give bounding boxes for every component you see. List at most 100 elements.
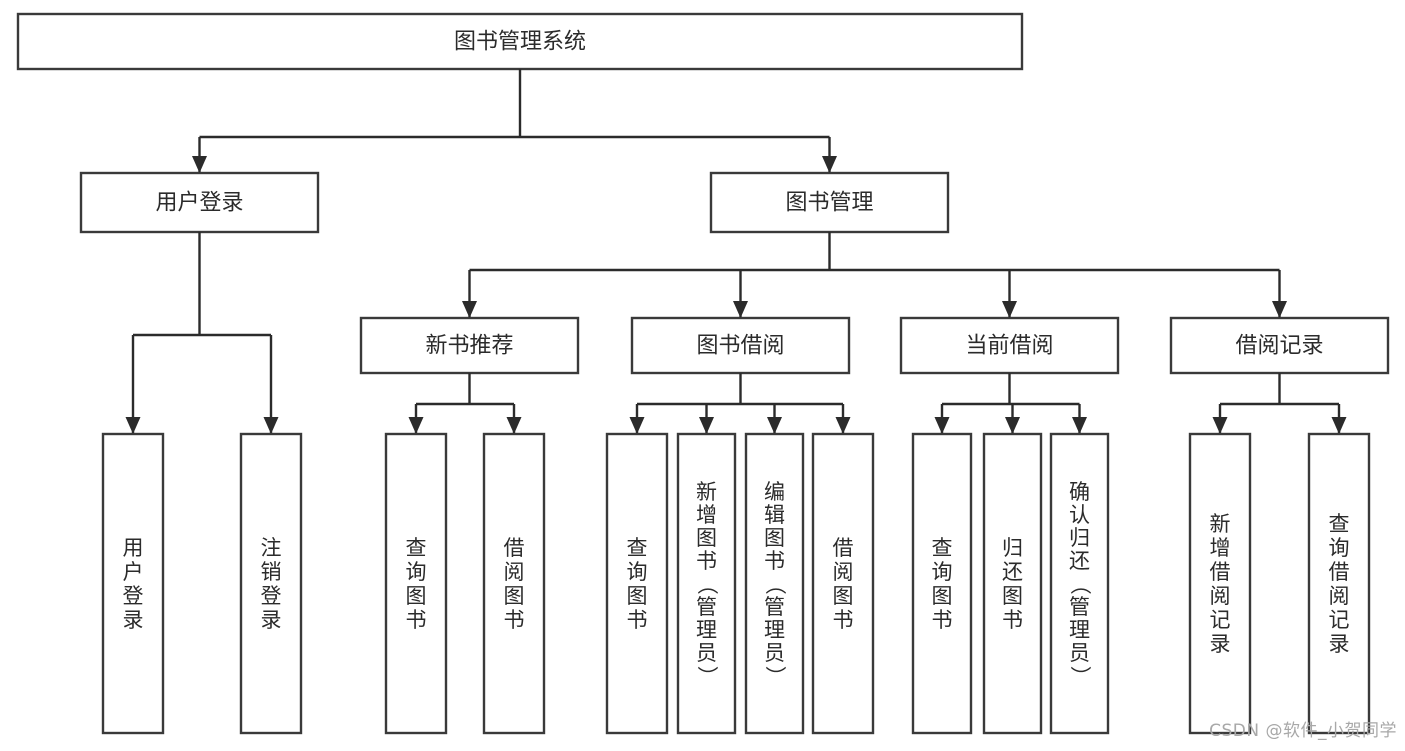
arrow-head-current-borrow-to-leaf-0 — [934, 417, 950, 434]
svg-text:）: ） — [763, 666, 787, 687]
svg-text:户: 户 — [123, 560, 144, 584]
svg-text:新: 新 — [696, 480, 717, 504]
svg-text:员: 员 — [696, 641, 717, 665]
svg-text:管: 管 — [764, 595, 785, 619]
node-level2-label-book-management: 图书管理 — [785, 191, 873, 216]
svg-text:图: 图 — [696, 526, 717, 550]
node-leaf-user-login-0[interactable] — [101, 432, 165, 735]
svg-text:借: 借 — [833, 536, 854, 560]
svg-text:图: 图 — [504, 584, 525, 608]
node-leaf-borrow-record-1[interactable] — [1307, 432, 1371, 735]
arrow-head-book-borrow-to-leaf-1 — [699, 417, 714, 434]
svg-text:（: （ — [1068, 574, 1092, 595]
svg-text:借: 借 — [504, 536, 525, 560]
arrow-head-root-to-level2-0 — [192, 156, 207, 173]
svg-text:）: ） — [695, 666, 719, 687]
node-leaf-new-book-recommend-0[interactable] — [384, 432, 448, 735]
node-level3-label-book-borrow: 图书借阅 — [696, 334, 784, 359]
node-leaf-current-borrow-1[interactable] — [982, 432, 1043, 735]
svg-text:增: 增 — [696, 503, 717, 527]
arrow-head-user-login-to-leaf-0 — [125, 417, 141, 434]
node-level3-book-borrow[interactable] — [630, 316, 851, 375]
node-root-book-management-system[interactable] — [16, 12, 1024, 71]
svg-text:阅: 阅 — [1329, 584, 1350, 608]
arrow-head-borrow-record-to-leaf-0 — [1212, 417, 1228, 434]
node-leaf-current-borrow-0[interactable] — [911, 432, 973, 735]
svg-text:编: 编 — [764, 480, 785, 504]
svg-text:认: 认 — [1069, 503, 1090, 527]
svg-text:增: 增 — [1210, 536, 1231, 560]
node-level2-label-user-login: 用户登录 — [155, 191, 243, 216]
arrow-head-book-borrow-to-leaf-3 — [835, 417, 851, 434]
svg-text:确: 确 — [1069, 480, 1090, 504]
arrow-head-book-borrow-to-leaf-2 — [767, 417, 782, 434]
svg-text:书: 书 — [627, 608, 648, 632]
svg-text:员: 员 — [764, 641, 785, 665]
node-leaf-new-book-recommend-1[interactable] — [482, 432, 546, 735]
svg-text:（: （ — [763, 574, 787, 595]
svg-text:询: 询 — [1329, 536, 1350, 560]
node-level3-label-current-borrow: 当前借阅 — [965, 334, 1053, 359]
svg-text:书: 书 — [504, 608, 525, 632]
arrow-head-new-book-recommend-to-leaf-0 — [408, 417, 424, 434]
node-leaf-current-borrow-2[interactable] — [1049, 432, 1110, 735]
arrow-head-borrow-record-to-leaf-1 — [1331, 417, 1347, 434]
svg-text:录: 录 — [123, 608, 144, 632]
svg-text:查: 查 — [406, 536, 427, 560]
svg-text:（: （ — [695, 574, 719, 595]
node-level3-label-borrow-record: 借阅记录 — [1235, 334, 1323, 359]
svg-text:记: 记 — [1210, 608, 1231, 632]
arrow-head-book-management-to-level3-2 — [1002, 301, 1017, 318]
svg-text:理: 理 — [1069, 618, 1090, 642]
svg-text:询: 询 — [932, 560, 953, 584]
svg-text:归: 归 — [1002, 536, 1023, 560]
svg-text:记: 记 — [1329, 608, 1350, 632]
svg-text:登: 登 — [123, 584, 144, 608]
svg-text:用: 用 — [123, 536, 144, 560]
svg-text:还: 还 — [1069, 549, 1090, 573]
csdn-watermark: CSDN @软件_小贺同学 — [1209, 721, 1397, 741]
svg-text:录: 录 — [261, 608, 282, 632]
svg-text:询: 询 — [406, 560, 427, 584]
svg-text:借: 借 — [1210, 560, 1231, 584]
svg-text:图: 图 — [627, 584, 648, 608]
svg-text:图: 图 — [932, 584, 953, 608]
svg-text:员: 员 — [1069, 641, 1090, 665]
arrow-head-current-borrow-to-leaf-1 — [1005, 417, 1020, 434]
node-level3-new-book-recommend[interactable] — [359, 316, 580, 375]
svg-text:书: 书 — [696, 549, 717, 573]
node-leaf-borrow-record-0[interactable] — [1188, 432, 1252, 735]
node-leaf-book-borrow-2[interactable] — [744, 432, 805, 735]
svg-text:查: 查 — [627, 536, 648, 560]
svg-text:录: 录 — [1329, 632, 1350, 656]
svg-text:理: 理 — [696, 618, 717, 642]
arrow-head-book-borrow-to-leaf-0 — [629, 417, 645, 434]
node-leaf-book-borrow-1[interactable] — [676, 432, 737, 735]
node-level2-user-login[interactable] — [79, 171, 320, 234]
node-level3-borrow-record[interactable] — [1169, 316, 1390, 375]
svg-text:图: 图 — [406, 584, 427, 608]
svg-text:销: 销 — [261, 560, 282, 584]
svg-text:图: 图 — [833, 584, 854, 608]
node-level3-current-borrow[interactable] — [899, 316, 1120, 375]
node-leaf-user-login-1[interactable] — [239, 432, 303, 735]
node-leaf-book-borrow-3[interactable] — [811, 432, 875, 735]
svg-text:管: 管 — [1069, 595, 1090, 619]
svg-text:书: 书 — [1002, 608, 1023, 632]
svg-text:借: 借 — [1329, 560, 1350, 584]
svg-text:书: 书 — [833, 608, 854, 632]
svg-text:辑: 辑 — [764, 503, 785, 527]
node-leaf-book-borrow-0[interactable] — [605, 432, 669, 735]
svg-text:查: 查 — [932, 536, 953, 560]
svg-text:还: 还 — [1002, 560, 1023, 584]
arrow-head-current-borrow-to-leaf-2 — [1072, 417, 1087, 434]
